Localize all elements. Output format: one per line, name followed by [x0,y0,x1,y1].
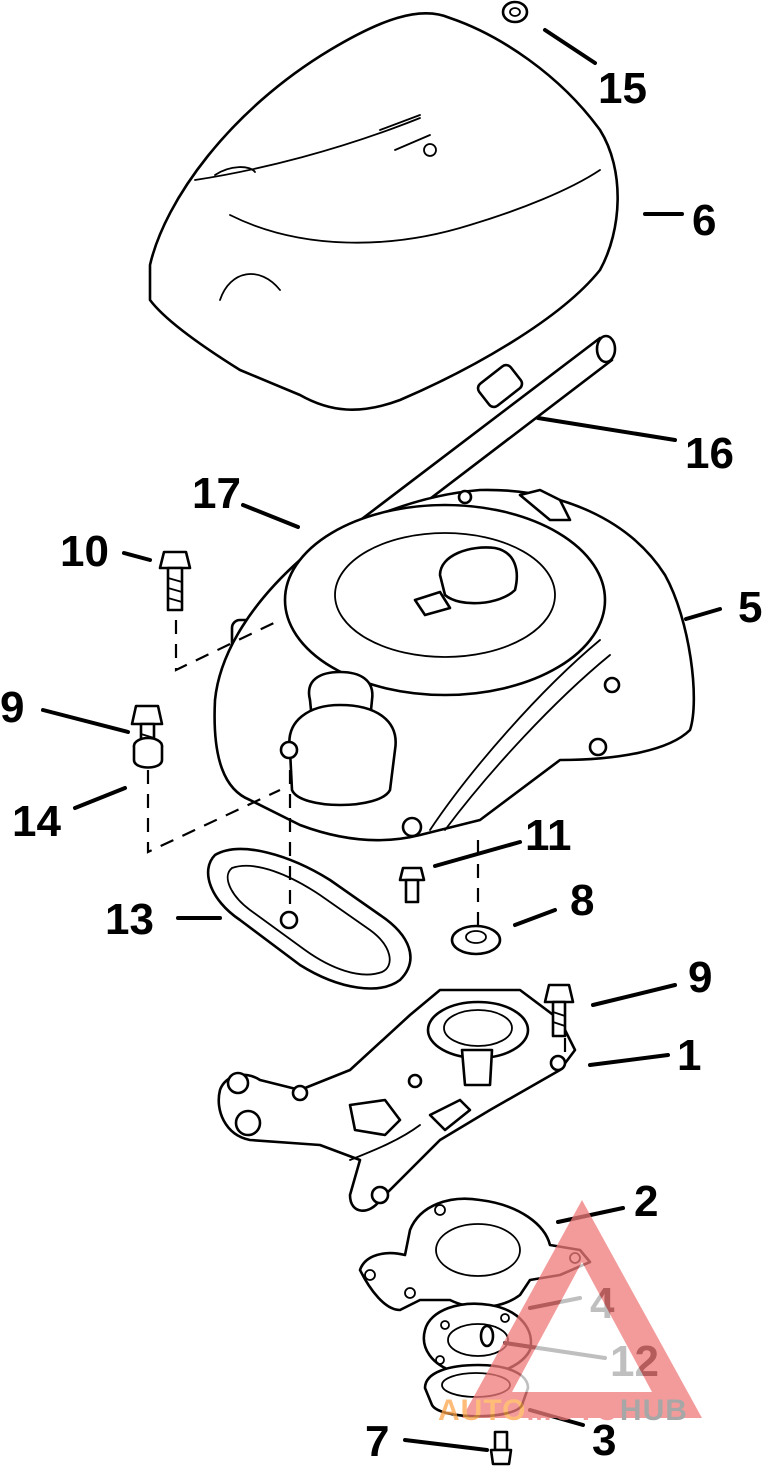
assembly-lines [146,619,567,1060]
watermark: AUTOMOTOHUB [438,1200,702,1427]
callout-9-upper: 9 [0,683,24,732]
watermark-text-moto: MOTO [526,1394,619,1427]
watermark-text-auto: AUTO [438,1394,526,1427]
callout-3: 3 [592,1416,616,1465]
watermark-logo-triangle-inner [512,1262,652,1392]
part-housing [213,488,696,842]
leader-lines [41,28,722,1452]
callout-numbers: 15 6 16 17 10 5 9 14 11 8 13 9 1 2 4 12 … [0,64,762,1466]
callout-2: 2 [634,1177,658,1226]
part-bolt-9-lower [543,983,575,1038]
callout-17: 17 [192,469,241,518]
callout-15: 15 [598,64,647,113]
callout-14: 14 [12,797,61,846]
part-seal [450,924,502,956]
callout-8: 8 [570,876,594,925]
part-adapter-plate [217,988,577,1212]
watermark-text: AUTOMOTOHUB [438,1394,688,1427]
callout-6: 6 [692,196,716,245]
part-bolt-10 [158,550,192,612]
part-nut [501,0,529,24]
part-screw-7 [489,1430,513,1466]
watermark-text-hub: HUB [620,1394,688,1427]
callout-10: 10 [60,527,109,576]
callout-11: 11 [525,811,572,860]
callout-1: 1 [677,1031,701,1080]
callout-7: 7 [365,1417,389,1466]
part-gasket-plate [358,1197,592,1312]
part-screw-11 [398,866,426,904]
part-gasket-13 [206,847,412,990]
part-pin [479,1324,495,1348]
callout-5: 5 [738,583,762,632]
callout-13: 13 [105,895,154,944]
part-bushing [132,736,164,769]
callout-16: 16 [685,429,734,478]
part-cover [148,11,619,411]
callout-9-lower: 9 [688,953,712,1002]
